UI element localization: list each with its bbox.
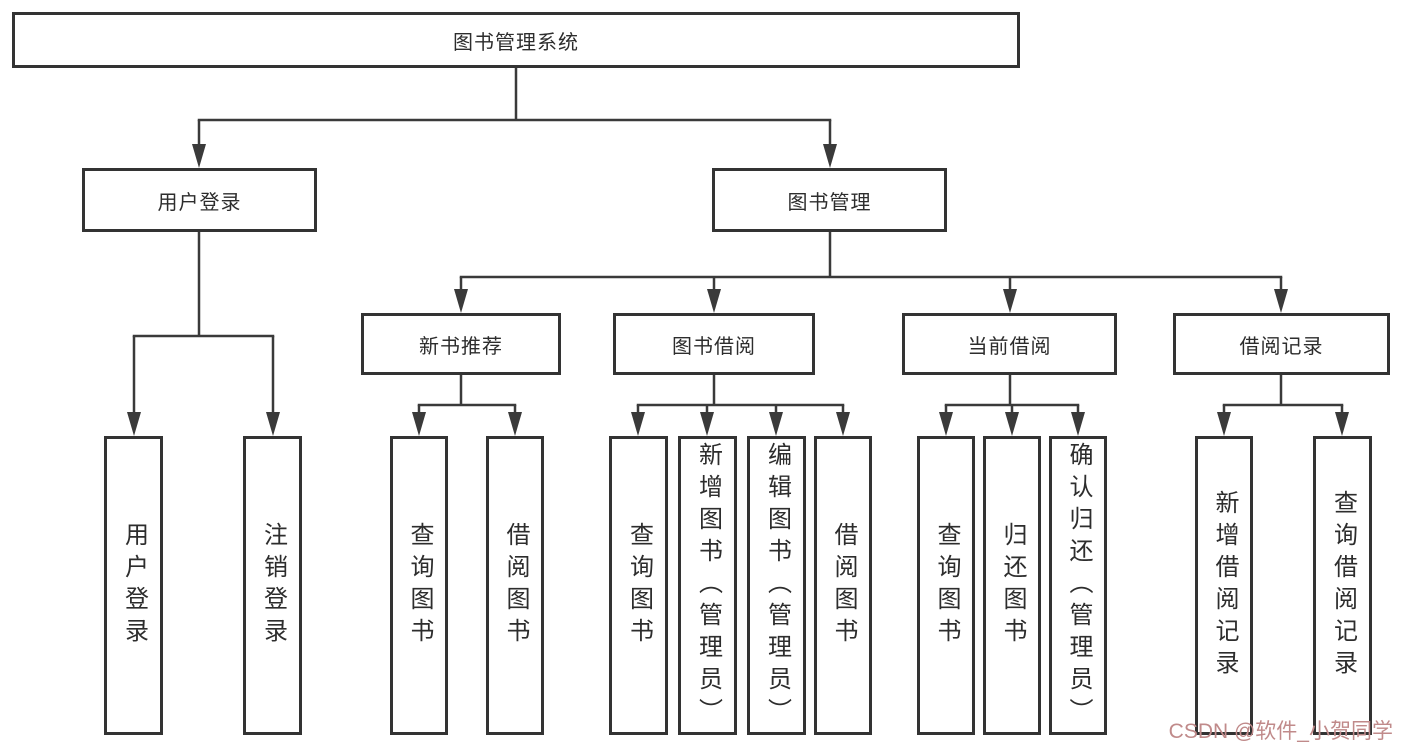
node-root-system: 图书管理系统: [12, 12, 1020, 68]
leaf-borrow-add-admin: 新增图书（管理员）: [678, 436, 737, 735]
leaf-records-query: 查询借阅记录: [1313, 436, 1372, 735]
node-user-login: 用户登录: [82, 168, 317, 232]
leaf-newbook-borrow: 借阅图书: [486, 436, 544, 735]
arrowheads: [127, 144, 1349, 436]
leaf-borrow-borrow-label: 借阅图书: [830, 521, 857, 650]
node-book-management-label: 图书管理: [787, 191, 872, 214]
leaf-borrow-query: 查询图书: [609, 436, 668, 735]
node-user-login-label: 用户登录: [157, 191, 242, 214]
leaf-borrow-add-admin-label: 新增图书（管理员）: [694, 441, 722, 730]
leaf-borrow-query-label: 查询图书: [625, 521, 653, 650]
node-current-borrow-label: 当前借阅: [967, 335, 1052, 358]
leaf-current-confirm-admin: 确认归还（管理员）: [1049, 436, 1107, 735]
leaf-records-query-label: 查询借阅记录: [1329, 489, 1357, 682]
leaf-borrow-edit-admin: 编辑图书（管理员）: [747, 436, 806, 735]
leaf-current-confirm-admin-label: 确认归还（管理员）: [1065, 441, 1092, 730]
node-book-borrow: 图书借阅: [613, 313, 815, 375]
leaf-current-return-label: 归还图书: [999, 521, 1026, 650]
leaf-current-query-label: 查询图书: [933, 521, 960, 650]
node-borrow-records-label: 借阅记录: [1239, 335, 1324, 358]
node-borrow-records: 借阅记录: [1173, 313, 1390, 375]
node-root-label: 图书管理系统: [453, 31, 579, 54]
csdn-watermark: CSDN @软件_小贺同学: [1168, 720, 1393, 743]
leaf-newbook-borrow-label: 借阅图书: [502, 521, 529, 650]
node-book-borrow-label: 图书借阅: [672, 335, 756, 358]
node-new-book-recommend-label: 新书推荐: [419, 335, 503, 358]
node-book-management: 图书管理: [712, 168, 947, 232]
leaf-current-query: 查询图书: [917, 436, 975, 735]
node-new-book-recommend: 新书推荐: [361, 313, 561, 375]
leaf-borrow-borrow: 借阅图书: [814, 436, 872, 735]
leaf-logout-label: 注销登录: [259, 521, 287, 650]
leaf-user-login: 用户登录: [104, 436, 163, 735]
leaf-records-add-label: 新增借阅记录: [1211, 489, 1238, 682]
leaf-records-add: 新增借阅记录: [1195, 436, 1253, 735]
leaf-newbook-query: 查询图书: [390, 436, 448, 735]
leaf-borrow-edit-admin-label: 编辑图书（管理员）: [763, 441, 791, 730]
leaf-logout: 注销登录: [243, 436, 302, 735]
node-current-borrow: 当前借阅: [902, 313, 1117, 375]
leaf-current-return: 归还图书: [983, 436, 1041, 735]
leaf-user-login-label: 用户登录: [120, 521, 148, 650]
leaf-newbook-query-label: 查询图书: [406, 521, 433, 650]
